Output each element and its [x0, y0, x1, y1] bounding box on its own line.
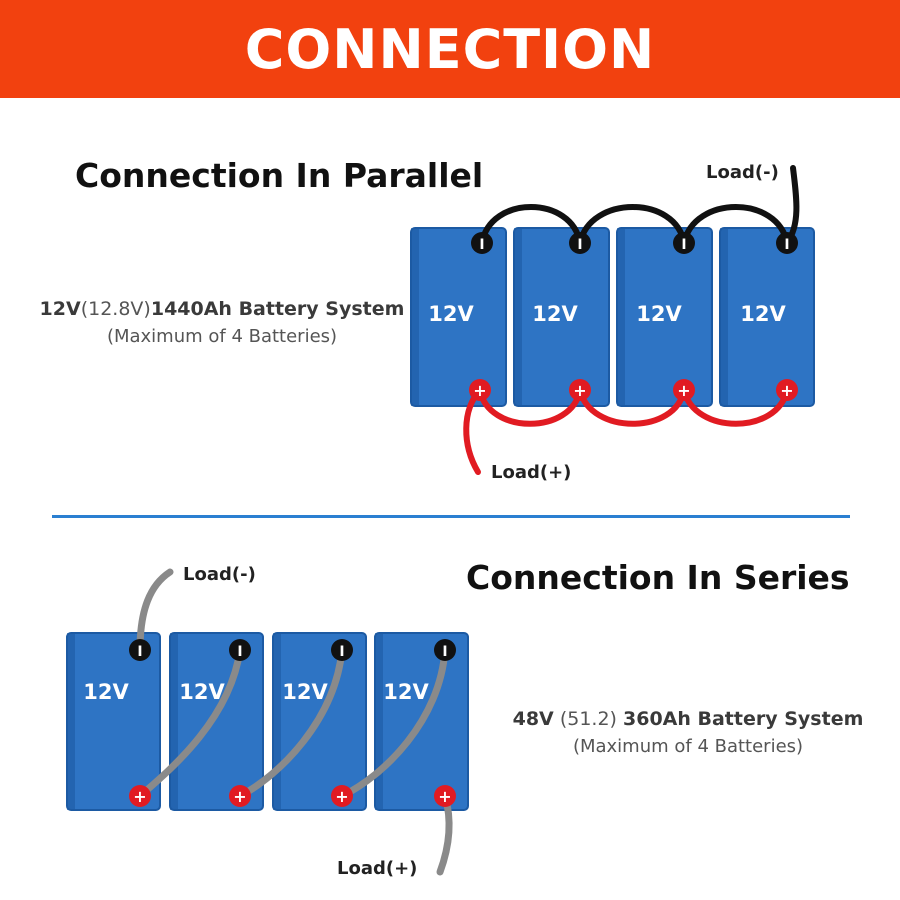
negative-terminal-icon: I	[434, 639, 456, 661]
negative-terminal-icon: I	[569, 232, 591, 254]
svg-text:+: +	[473, 381, 486, 400]
svg-text:I: I	[237, 644, 242, 660]
series-spec-line: 48V (51.2) 360Ah Battery System	[488, 708, 888, 730]
section-divider	[52, 515, 850, 518]
battery-side-shade	[170, 633, 178, 810]
svg-text:+: +	[335, 787, 348, 806]
negative-terminal-icon: I	[776, 232, 798, 254]
parallel-title: Connection In Parallel	[75, 156, 484, 195]
svg-text:I: I	[479, 237, 484, 253]
parallel-spec-line: 12V(12.8V)1440Ah Battery System	[22, 298, 422, 320]
positive-terminal-icon: +	[673, 379, 695, 401]
positive-terminal-icon: +	[434, 785, 456, 807]
negative-terminal-icon: I	[331, 639, 353, 661]
battery-label: 12V	[383, 680, 429, 704]
positive-terminal-icon: +	[469, 379, 491, 401]
parallel-spec-capacity: 1440Ah Battery System	[150, 298, 405, 320]
series-title: Connection In Series	[466, 558, 850, 597]
series-load-positive-label: Load(+)	[337, 858, 417, 879]
series-specs: 48V (51.2) 360Ah Battery System (Maximum…	[488, 708, 888, 757]
parallel-spec-note: (Maximum of 4 Batteries)	[106, 326, 338, 347]
svg-text:I: I	[137, 644, 142, 660]
parallel-battery-2: 12V	[513, 227, 610, 407]
parallel-specs: 12V(12.8V)1440Ah Battery System (Maximum…	[22, 298, 422, 347]
series-cable-2-3	[236, 646, 346, 800]
svg-text:I: I	[442, 644, 447, 660]
parallel-positive-cable-1-2	[477, 387, 583, 427]
negative-terminal-icon: I	[229, 639, 251, 661]
svg-text:+: +	[133, 787, 146, 806]
banner-title: CONNECTION	[244, 17, 656, 81]
parallel-load-negative-label: Load(-)	[706, 162, 779, 183]
series-battery-2: 12V	[169, 632, 264, 811]
battery-label: 12V	[83, 680, 129, 704]
svg-text:I: I	[339, 644, 344, 660]
battery-body	[169, 632, 264, 811]
series-spec-note: (Maximum of 4 Batteries)	[572, 736, 804, 757]
positive-terminal-icon: +	[776, 379, 798, 401]
battery-label: 12V	[282, 680, 328, 704]
negative-terminal-icon: I	[673, 232, 695, 254]
series-spec-voltage: 48V	[512, 708, 554, 730]
svg-text:I: I	[784, 237, 789, 253]
series-spec-capacity: 360Ah Battery System	[623, 708, 864, 730]
negative-terminal-icon: I	[129, 639, 151, 661]
positive-terminal-icon: +	[129, 785, 151, 807]
battery-label: 12V	[428, 302, 474, 326]
svg-text:I: I	[681, 237, 686, 253]
battery-side-shade	[514, 228, 522, 406]
series-diagram: 12V 12V 12V 12V I I I I + + + +	[66, 564, 469, 879]
battery-label: 12V	[532, 302, 578, 326]
positive-terminal-icon: +	[331, 785, 353, 807]
battery-label: 12V	[636, 302, 682, 326]
svg-text:I: I	[577, 237, 582, 253]
battery-side-shade	[67, 633, 75, 810]
series-cable-3-4	[338, 646, 449, 800]
negative-terminal-icon: I	[471, 232, 493, 254]
svg-text:+: +	[573, 381, 586, 400]
parallel-diagram: 12V 12V 12V 12V I I I I +	[410, 162, 815, 483]
parallel-battery-1: 12V	[410, 227, 507, 407]
parallel-positive-cable-3-4	[681, 387, 790, 427]
svg-text:+: +	[780, 381, 793, 400]
series-load-negative-cable	[136, 568, 174, 654]
parallel-negative-cable-2-3	[577, 204, 687, 246]
parallel-load-positive-label: Load(+)	[491, 462, 571, 483]
positive-terminal-icon: +	[229, 785, 251, 807]
header-banner: CONNECTION	[0, 0, 900, 98]
positive-terminal-icon: +	[569, 379, 591, 401]
battery-side-shade	[411, 228, 419, 406]
series-spec-nominal: (51.2)	[559, 708, 617, 730]
parallel-negative-cable-1-2	[479, 204, 583, 246]
svg-text:+: +	[438, 787, 451, 806]
series-cable-1-2	[136, 646, 244, 800]
battery-label: 12V	[740, 302, 786, 326]
battery-body	[66, 632, 161, 811]
battery-side-shade	[375, 633, 383, 810]
svg-text:+: +	[677, 381, 690, 400]
series-battery-1: 12V	[66, 632, 161, 811]
parallel-negative-cable-3-4	[681, 204, 790, 246]
parallel-battery-3: 12V	[616, 227, 713, 407]
battery-side-shade	[273, 633, 281, 810]
series-load-negative-label: Load(-)	[183, 564, 256, 585]
parallel-spec-voltage: 12V	[39, 298, 81, 320]
battery-side-shade	[617, 228, 625, 406]
parallel-battery-4: 12V	[719, 227, 815, 407]
battery-label: 12V	[179, 680, 225, 704]
battery-side-shade	[720, 228, 728, 406]
parallel-positive-cable-2-3	[577, 387, 687, 427]
parallel-spec-nominal: (12.8V)	[80, 298, 151, 320]
svg-text:+: +	[233, 787, 246, 806]
